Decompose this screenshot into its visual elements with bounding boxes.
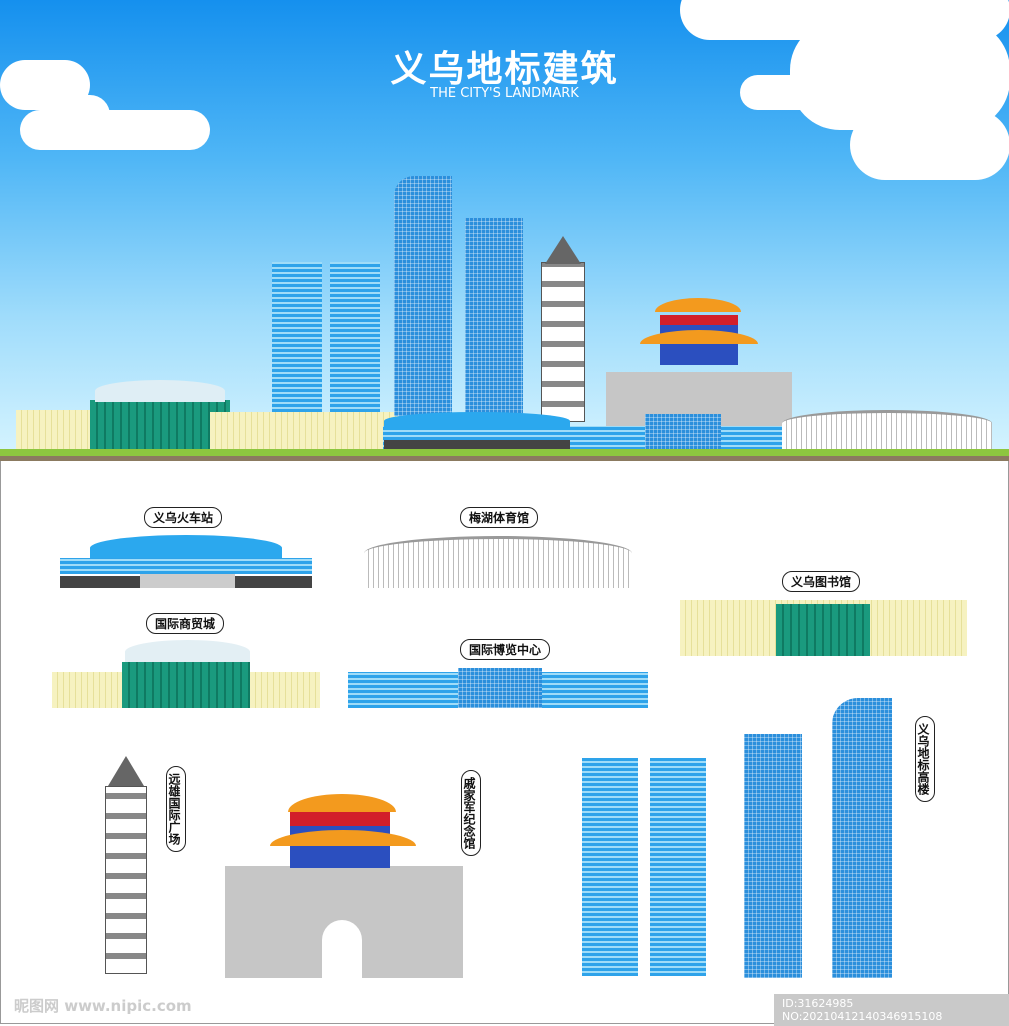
- cloud: [40, 95, 110, 135]
- label-meihu-stadium: 梅湖体育馆: [460, 507, 539, 528]
- cloud: [850, 110, 1009, 180]
- ground-soil: [0, 456, 1009, 461]
- meihu-stadium-illustration: [364, 536, 632, 588]
- page-subtitle: THE CITY'S LANDMARK: [430, 86, 579, 101]
- cloud: [740, 75, 860, 110]
- label-qijiajun-memorial: 戚家军纪念馆: [461, 770, 481, 856]
- label-library: 义乌图书馆: [782, 571, 861, 592]
- label-train-station: 义乌火车站: [144, 507, 223, 528]
- page-title: 义乌地标建筑: [390, 49, 619, 90]
- watermark-site: 昵图网 www.nipic.com: [14, 997, 192, 1015]
- ground-grass: [0, 449, 1009, 456]
- watermark-id: ID:31624985 NO:20210412140346915108: [774, 994, 1009, 1026]
- label-expo-center: 国际博览中心: [460, 639, 551, 660]
- label-trade-city: 国际商贸城: [146, 613, 225, 634]
- label-yuanxiong-plaza: 远雄国际广场: [166, 766, 186, 852]
- label-landmark-towers: 义乌地标高楼: [915, 716, 935, 802]
